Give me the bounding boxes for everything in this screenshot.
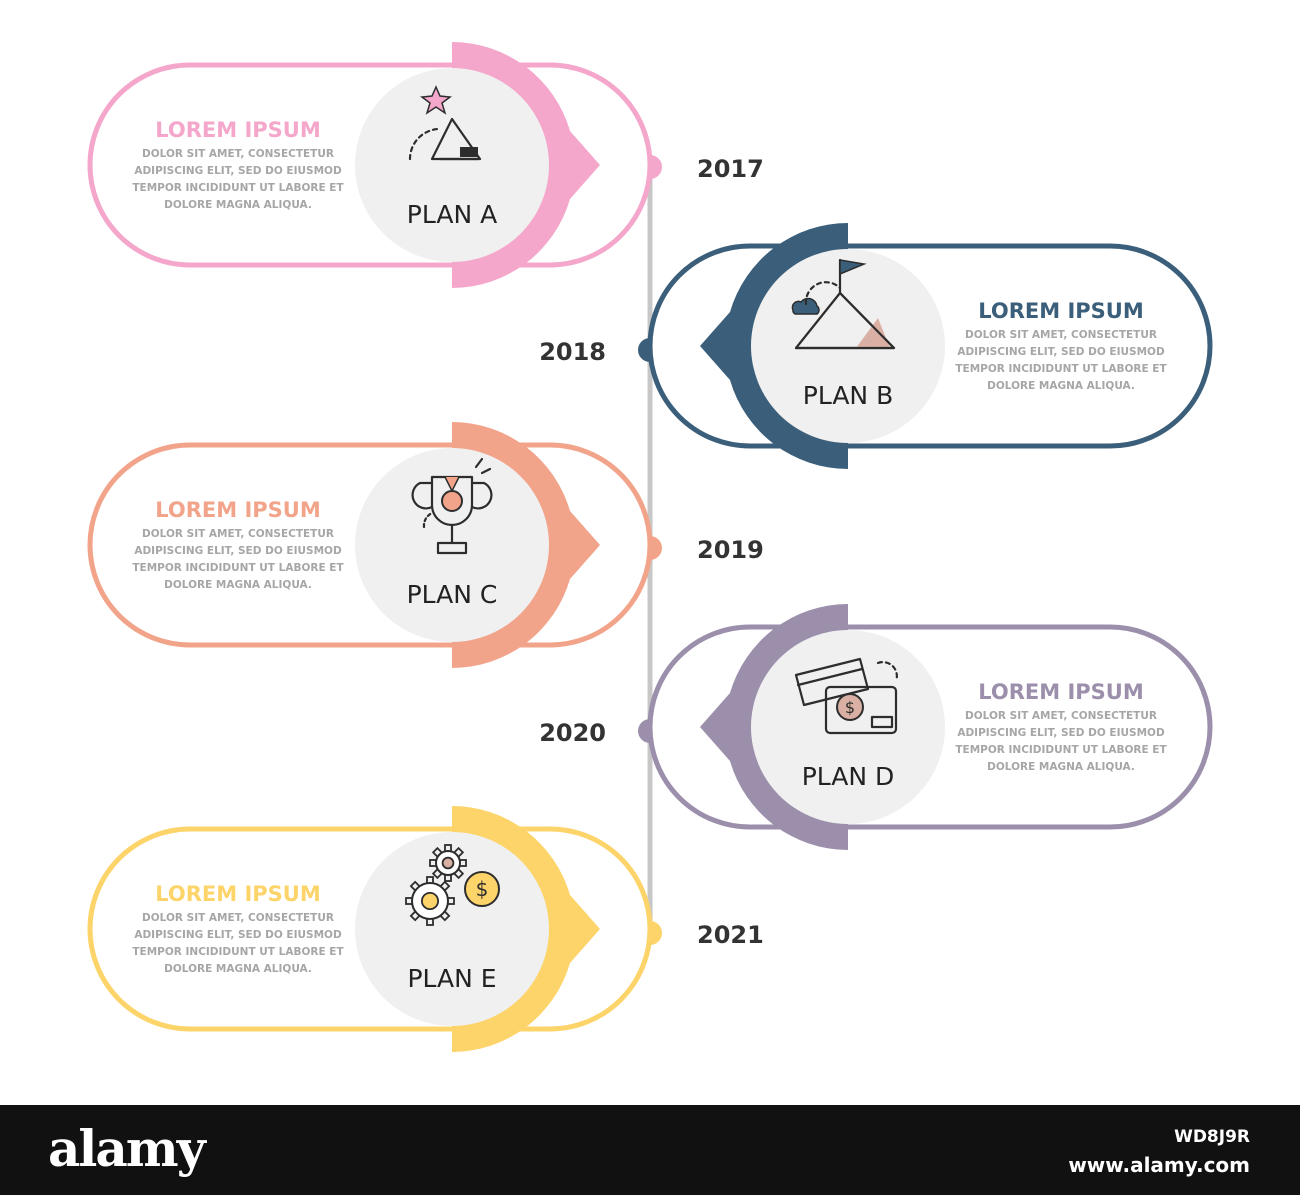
year-label: 2020 xyxy=(539,719,606,747)
card-title: LOREM IPSUM xyxy=(155,882,321,906)
card-title: LOREM IPSUM xyxy=(155,498,321,522)
trophy-medal-icon xyxy=(411,457,493,555)
card-body-line: DOLOR SIT AMET, CONSECTETUR xyxy=(142,148,334,160)
plan-label: PLAN B xyxy=(803,381,893,410)
mountain-star-icon xyxy=(408,85,482,161)
plan-label: PLAN D xyxy=(802,762,895,791)
card-body-line: DOLORE MAGNA ALIQUA. xyxy=(164,579,312,591)
card-body-line: DOLORE MAGNA ALIQUA. xyxy=(164,199,312,211)
alamy-logo: alamy xyxy=(48,1119,206,1178)
card-body-line: TEMPOR INCIDIDUNT UT LABORE ET xyxy=(132,946,344,958)
card-body-line: DOLORE MAGNA ALIQUA. xyxy=(987,761,1135,773)
money-cards-icon: $ xyxy=(794,657,898,735)
icon-circle xyxy=(355,68,549,262)
card-body-line: TEMPOR INCIDIDUNT UT LABORE ET xyxy=(955,744,1167,756)
card-body-line: DOLOR SIT AMET, CONSECTETUR xyxy=(965,329,1157,341)
gears-coin-icon: $ xyxy=(405,844,500,926)
card-body-line: DOLORE MAGNA ALIQUA. xyxy=(987,380,1135,392)
card-body-line: ADIPISCING ELIT, SED DO EIUSMOD xyxy=(134,929,342,941)
card-body-line: TEMPOR INCIDIDUNT UT LABORE ET xyxy=(955,363,1167,375)
watermark-footer: alamy WD8J9R www.alamy.com xyxy=(0,1105,1300,1195)
mountain-flag-icon xyxy=(791,258,896,350)
timeline-item: 2021 $ PLAN E LOREM IPSUM DOLOR SIT AMET, CO… xyxy=(87,806,764,1052)
card-title: LOREM IPSUM xyxy=(978,680,1144,704)
plan-label: PLAN A xyxy=(407,200,497,229)
card-body-line: ADIPISCING ELIT, SED DO EIUSMOD xyxy=(134,165,342,177)
year-label: 2017 xyxy=(697,155,764,183)
svg-text:$: $ xyxy=(845,698,855,717)
svg-text:$: $ xyxy=(476,877,489,901)
card-body-line: TEMPOR INCIDIDUNT UT LABORE ET xyxy=(132,182,344,194)
card-body-line: ADIPISCING ELIT, SED DO EIUSMOD xyxy=(134,545,342,557)
timeline-item: 2020 $ PLAN D LOREM IPSUM DOLOR SIT AMET, CO… xyxy=(539,604,1213,850)
card-body-line: ADIPISCING ELIT, SED DO EIUSMOD xyxy=(957,727,1165,739)
year-label: 2018 xyxy=(539,338,606,366)
card-body-line: DOLOR SIT AMET, CONSECTETUR xyxy=(142,912,334,924)
card-body-line: ADIPISCING ELIT, SED DO EIUSMOD xyxy=(957,346,1165,358)
icon-circle xyxy=(355,448,549,642)
plan-label: PLAN E xyxy=(407,964,496,993)
card-title: LOREM IPSUM xyxy=(978,299,1144,323)
card-title: LOREM IPSUM xyxy=(155,118,321,142)
icon-circle xyxy=(751,249,945,443)
icon-circle xyxy=(355,832,549,1026)
year-label: 2019 xyxy=(697,536,764,564)
plan-label: PLAN C xyxy=(407,580,498,609)
year-label: 2021 xyxy=(697,921,764,949)
card-body-line: DOLOR SIT AMET, CONSECTETUR xyxy=(965,710,1157,722)
card-body-line: DOLORE MAGNA ALIQUA. xyxy=(164,963,312,975)
card-body-line: DOLOR SIT AMET, CONSECTETUR xyxy=(142,528,334,540)
image-id: WD8J9R xyxy=(1174,1127,1250,1147)
card-body-line: TEMPOR INCIDIDUNT UT LABORE ET xyxy=(132,562,344,574)
icon-circle xyxy=(751,630,945,824)
site-url: www.alamy.com xyxy=(1068,1153,1250,1177)
